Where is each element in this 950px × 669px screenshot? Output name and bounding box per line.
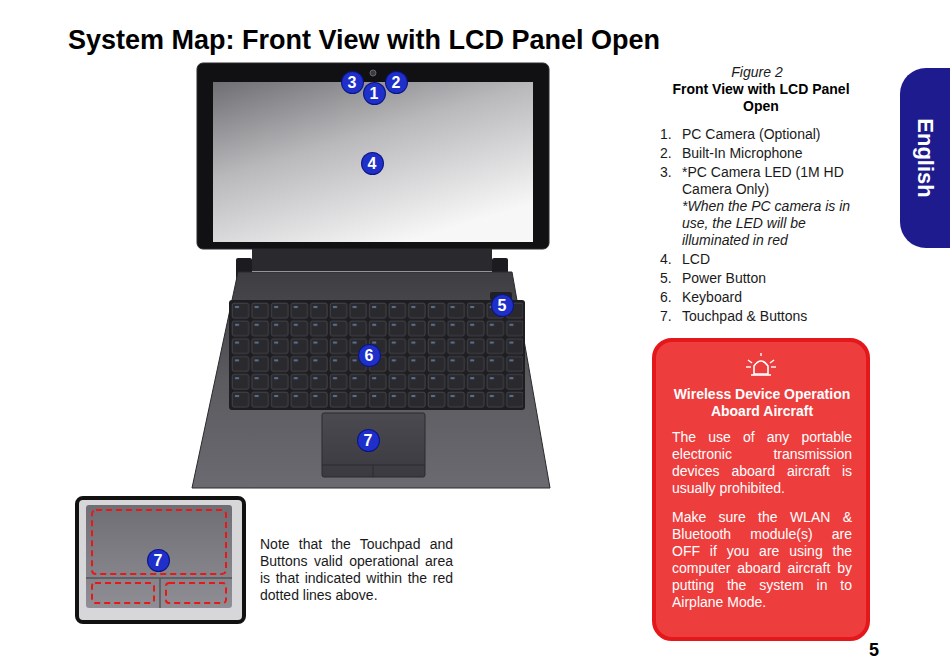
list-text: Touchpad & Buttons bbox=[682, 308, 866, 325]
list-item: 2. Built-In Microphone bbox=[656, 145, 866, 162]
list-item: 6. Keyboard bbox=[656, 289, 866, 306]
list-text: LCD bbox=[682, 251, 866, 268]
list-number: 5. bbox=[660, 270, 672, 287]
warning-box: Wireless Device Operation Aboard Aircraf… bbox=[652, 338, 870, 641]
callout-text: 5 bbox=[492, 295, 513, 316]
callout-text: 1 bbox=[364, 83, 385, 104]
warning-heading: Wireless Device Operation Aboard Aircraf… bbox=[672, 386, 852, 420]
list-item: 1. PC Camera (Optional) bbox=[656, 126, 866, 143]
list-text: *PC Camera LED (1M HD Camera Only) bbox=[682, 164, 866, 198]
figure-caption: Front View with LCD Panel Open bbox=[656, 81, 866, 115]
callout-number: 3 bbox=[342, 72, 363, 93]
list-number: 1. bbox=[660, 126, 672, 143]
list-text: Built-In Microphone bbox=[682, 145, 866, 162]
list-text: Keyboard bbox=[682, 289, 866, 306]
callout-text: 4 bbox=[362, 153, 383, 174]
page-number: 5 bbox=[869, 640, 879, 660]
callout-number: 7 bbox=[358, 430, 379, 451]
callout-text: 6 bbox=[359, 345, 380, 366]
figure-number: Figure 2 bbox=[656, 64, 866, 81]
list-text: PC Camera (Optional) bbox=[682, 126, 866, 143]
list-number: 6. bbox=[660, 289, 672, 306]
callout-text: 2 bbox=[386, 72, 407, 93]
list-number: 3. bbox=[660, 164, 672, 181]
callout-number: 2 bbox=[386, 72, 407, 93]
callout-text: 3 bbox=[342, 72, 363, 93]
list-number: 4. bbox=[660, 251, 672, 268]
figure-legend-column: Figure 2Front View with LCD Panel Open 1.… bbox=[656, 62, 866, 327]
callout-text: 7 bbox=[358, 430, 379, 451]
list-text: Power Button bbox=[682, 270, 866, 287]
touchpad-note: Note that the Touchpad and Buttons valid… bbox=[260, 536, 453, 604]
list-item: 3. *PC Camera LED (1M HD Camera Only)*Whe… bbox=[656, 164, 866, 249]
alarm-icon bbox=[744, 352, 778, 380]
tab-label: English bbox=[912, 118, 938, 197]
list-note: *When the PC camera is in use, the LED w… bbox=[682, 198, 866, 249]
callout-number: 4 bbox=[362, 153, 383, 174]
callout-number: 1 bbox=[364, 83, 385, 104]
warning-body: The use of any portable electronic trans… bbox=[672, 429, 852, 497]
list-item: 7. Touchpad & Buttons bbox=[656, 308, 866, 325]
list-number: 7. bbox=[660, 308, 672, 325]
callout-number: 7 bbox=[148, 550, 169, 571]
warning-body: Make sure the WLAN & Bluetooth module(s)… bbox=[672, 509, 852, 611]
language-tab: English bbox=[900, 68, 950, 248]
callout-text: 7 bbox=[148, 550, 169, 571]
callout-number: 5 bbox=[492, 295, 513, 316]
list-item: 5. Power Button bbox=[656, 270, 866, 287]
page-title: System Map: Front View with LCD Panel Op… bbox=[68, 24, 660, 56]
list-number: 2. bbox=[660, 145, 672, 162]
callout-number: 6 bbox=[359, 345, 380, 366]
list-item: 4. LCD bbox=[656, 251, 866, 268]
